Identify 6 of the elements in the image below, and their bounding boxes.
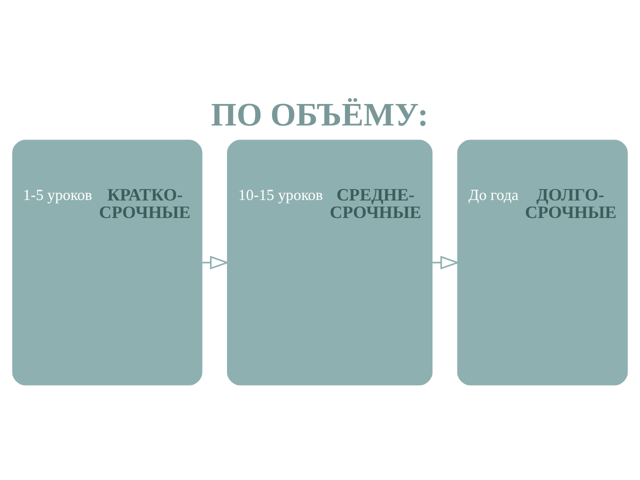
node-box: 1-5 уроков КРАТКО- СРОЧНЫЕ bbox=[12, 139, 202, 385]
node-box: 10-15 уроков СРЕДНЕ- СРОЧНЫЕ bbox=[227, 139, 433, 385]
arrow bbox=[202, 255, 230, 269]
arrow bbox=[432, 255, 460, 269]
diagram-title: ПО ОБЪЁМУ: bbox=[211, 97, 428, 133]
node-box: До года ДОЛГО- СРОЧНЫЕ bbox=[457, 139, 628, 385]
